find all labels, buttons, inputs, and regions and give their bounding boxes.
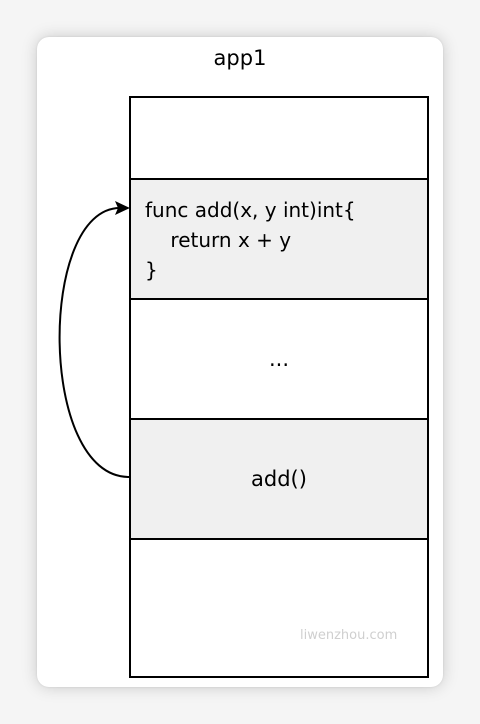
memory-block-call: add() xyxy=(129,418,429,538)
memory-block-ellipsis: ... xyxy=(129,298,429,418)
diagram-title: app1 xyxy=(213,46,267,70)
memory-block-top xyxy=(129,96,429,178)
memory-block-func-def: func add(x, y int)int{ return x + y} xyxy=(129,178,429,298)
code-line-3: } xyxy=(145,258,158,282)
ellipsis-text: ... xyxy=(268,347,290,371)
call-text: add() xyxy=(251,467,307,491)
watermark: liwenzhou.com xyxy=(300,628,398,643)
code-line-2: return x + y xyxy=(145,228,292,252)
code-line-1: func add(x, y int)int{ xyxy=(145,198,356,222)
memory-block-bottom xyxy=(129,538,429,678)
func-code: func add(x, y int)int{ return x + y} xyxy=(131,180,427,285)
